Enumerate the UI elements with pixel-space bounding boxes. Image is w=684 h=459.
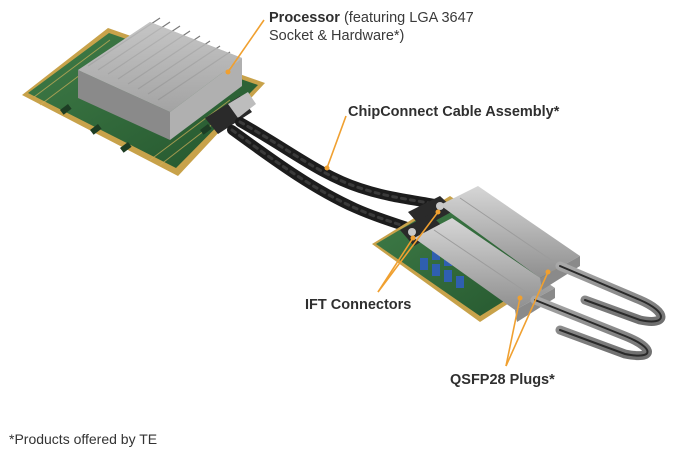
cable-head [205, 92, 256, 134]
ift-callout-2 [377, 211, 439, 293]
processor-callout [227, 19, 265, 73]
chipconnect-cable [227, 117, 445, 233]
processor-label-line2: Socket & Hardware*) [269, 28, 405, 44]
cable-callout [326, 115, 347, 169]
cable-label: ChipConnect Cable Assembly* [348, 103, 559, 121]
qsfp28-plugs [414, 186, 580, 322]
cable-label-text: ChipConnect Cable Assembly* [348, 104, 560, 120]
qsfp-callout-2 [505, 271, 549, 367]
qsfp-label-text: QSFP28 Plugs* [450, 372, 555, 388]
ift-label-text: IFT Connectors [305, 297, 412, 313]
pull-tabs [530, 261, 666, 361]
qsfp-callout-1 [505, 297, 521, 367]
footnote: *Products offered by TE [9, 431, 158, 447]
processor-label-rest: (featuring LGA 3647 [339, 10, 474, 26]
ift-label: IFT Connectors [305, 296, 411, 314]
processor-label-bold: Processor [269, 10, 340, 26]
heatsink [78, 17, 242, 140]
callout-lines [225, 19, 551, 367]
processor-label: Processor (featuring LGA 3647 Socket & H… [269, 9, 474, 45]
qsfp-label: QSFP28 Plugs* [450, 371, 555, 389]
